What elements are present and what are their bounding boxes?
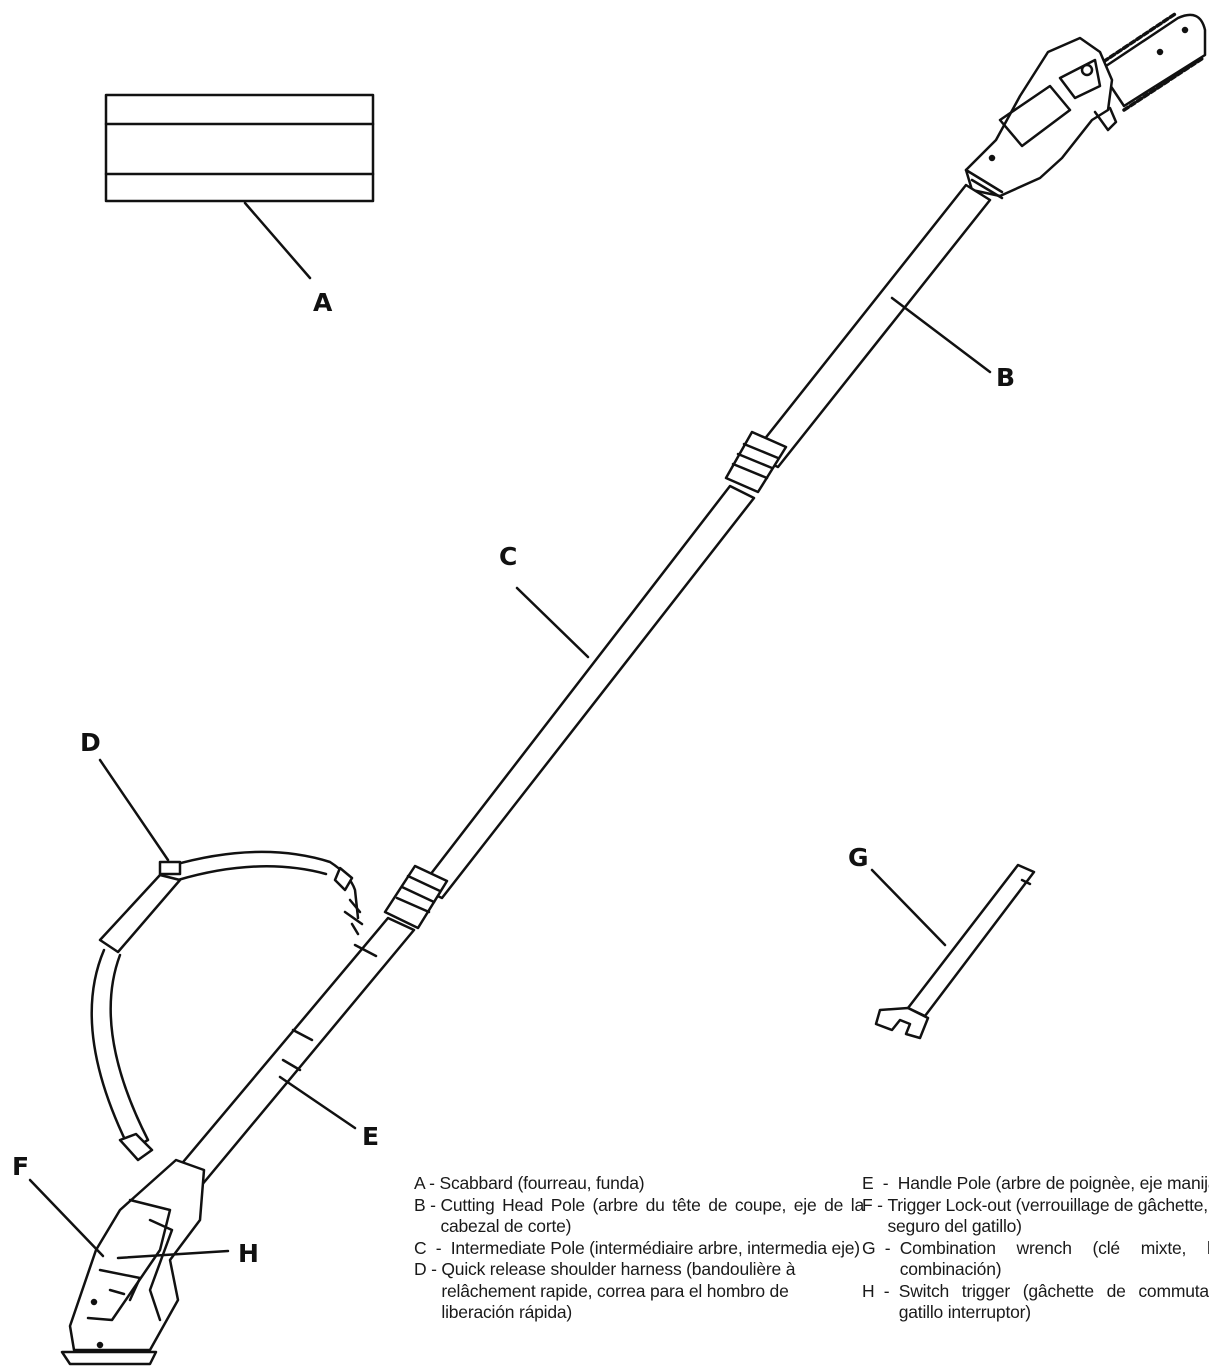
callout-letter-g: G bbox=[848, 843, 869, 872]
legend-key: A - bbox=[414, 1173, 440, 1193]
legend-item-c: C - Intermediate Pole (intermédiaire arb… bbox=[414, 1238, 864, 1260]
legend-key: C - bbox=[414, 1237, 451, 1258]
legend-key: E - bbox=[862, 1173, 898, 1193]
legend-item-a: A - Scabbard (fourreau, funda) bbox=[414, 1173, 864, 1195]
callout-letter-b: B bbox=[996, 363, 1015, 392]
legend-text: Trigger Lock-out (verrouillage de gâchet… bbox=[887, 1194, 1208, 1237]
legend-item-d: D - Quick release shoulder harness (band… bbox=[414, 1259, 864, 1324]
legend-text: Switch trigger (gâchette de commutateur,… bbox=[898, 1280, 1209, 1323]
legend-item-e: E - Handle Pole (arbre de poignèe, eje m… bbox=[862, 1173, 1209, 1195]
callout-letter-a: A bbox=[313, 288, 333, 317]
legend-key: F - bbox=[862, 1194, 888, 1215]
legend-text: Cutting Head Pole (arbre du tête de coup… bbox=[440, 1194, 864, 1237]
legend-key: G - bbox=[862, 1237, 900, 1258]
legend-key: D - bbox=[414, 1259, 442, 1279]
callout-letter-f: F bbox=[12, 1152, 29, 1181]
shoulder-harness-illustration bbox=[90, 850, 364, 1162]
legend-text: Handle Pole (arbre de poignèe, eje manij… bbox=[897, 1173, 1209, 1193]
legend-item-h: H - Switch trigger (gâchette de commutat… bbox=[862, 1281, 1209, 1324]
callout-letter-h: H bbox=[238, 1239, 259, 1268]
scabbard-illustration bbox=[104, 93, 375, 203]
legend-text: Combination wrench (clé mixte, llave com… bbox=[899, 1237, 1209, 1280]
legend-text: Quick release shoulder harness (bandouli… bbox=[441, 1259, 796, 1322]
cutting-head-illustration bbox=[964, 36, 1118, 200]
legend-key: H - bbox=[862, 1280, 899, 1301]
upper-coupling-illustration bbox=[724, 430, 788, 494]
callout-letter-e: E bbox=[362, 1122, 379, 1151]
combination-wrench-illustration bbox=[874, 863, 1036, 1040]
legend-right-column: E - Handle Pole (arbre de poignèe, eje m… bbox=[862, 1173, 1209, 1324]
cutting-head-pole-illustration bbox=[750, 183, 992, 469]
legend-text: Intermediate Pole (intermédiaire arbre, … bbox=[450, 1237, 860, 1258]
callout-letter-d: D bbox=[80, 728, 101, 757]
chain-bar-illustration bbox=[1095, 12, 1207, 112]
legend-key: B - bbox=[414, 1194, 441, 1215]
legend-left-column: A - Scabbard (fourreau, funda) B - Cutti… bbox=[414, 1173, 864, 1324]
legend-text: Scabbard (fourreau, funda) bbox=[439, 1173, 645, 1193]
legend-item-f: F - Trigger Lock-out (verrouillage de gâ… bbox=[862, 1195, 1209, 1238]
legend-item-b: B - Cutting Head Pole (arbre du tête de … bbox=[414, 1195, 864, 1238]
leader-lines bbox=[28, 201, 992, 1260]
callout-letter-c: C bbox=[499, 542, 517, 571]
lower-coupling-illustration bbox=[383, 864, 449, 930]
legend-item-g: G - Combination wrench (clé mixte, llave… bbox=[862, 1238, 1209, 1281]
handle-body-illustration bbox=[60, 1158, 206, 1366]
intermediate-pole-illustration bbox=[418, 484, 756, 900]
